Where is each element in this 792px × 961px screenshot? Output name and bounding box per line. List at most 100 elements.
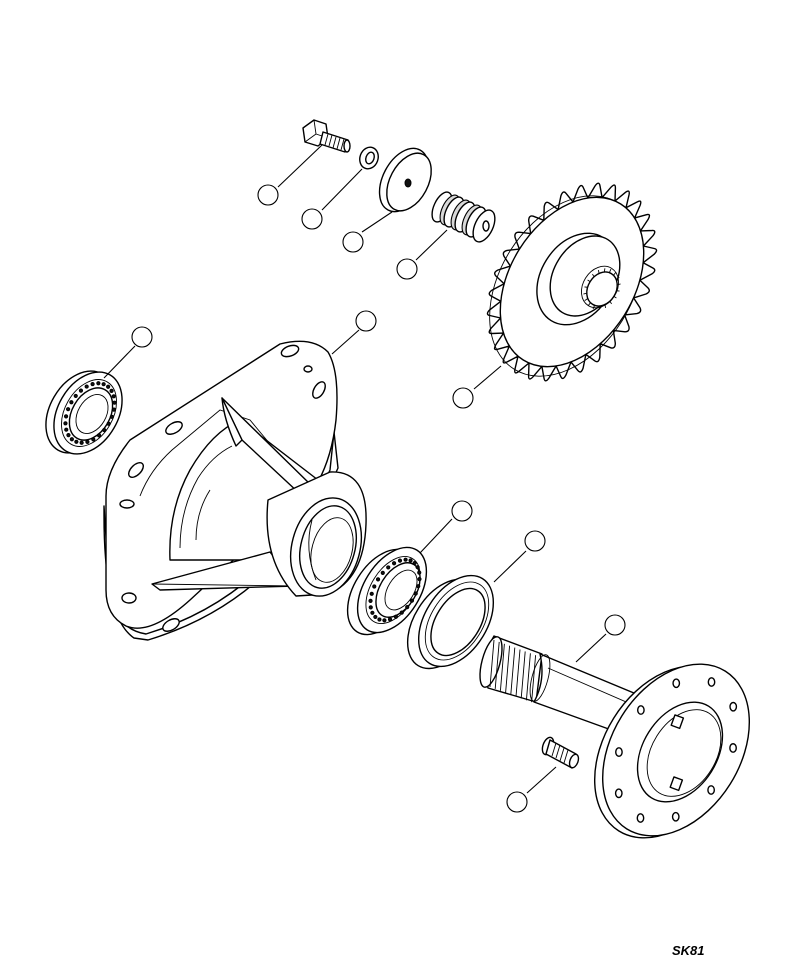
bearing-roller [78,388,84,393]
bearing-roller [403,557,408,562]
capscrew-callout-circle [257,184,279,206]
bearing-roller [65,407,71,412]
bearing-roller [112,400,117,405]
axle-spline [499,643,505,691]
bearing-roller [413,591,418,596]
bearing-roller [417,570,422,575]
flat-washer-callout-circle [342,231,364,253]
inner-bearing-callout-circle [451,500,473,522]
sprocket-spline [592,305,596,310]
inner-bearing-part [346,546,428,636]
spacer-part [431,191,496,243]
bearing-roller [106,421,111,426]
callout-group [103,144,626,813]
bearing-roller [393,614,399,619]
bearing-roller [416,584,421,589]
sprocket-spline [617,283,621,286]
axle-shaft-callout-circle [604,614,626,636]
bearing-roller [106,384,111,389]
flange-bolt-hole [707,677,716,687]
drawing-code: SK81 [672,943,705,958]
bearing-roller [370,610,375,615]
flange-bolt-hole [671,811,680,822]
bearing-roller [380,570,385,576]
bearing-roller [96,381,101,386]
bearing-roller [69,400,74,405]
bearing-roller [382,618,387,623]
axle-spline [531,655,537,703]
flange-bolt-hole [729,743,737,753]
sprocket-spline [603,268,606,273]
sprocket-spline [584,298,589,302]
bearing-roller [64,427,69,432]
sprocket-spline [613,296,617,299]
sprocket-part [486,182,658,382]
sprocket-spline [604,304,606,308]
bearing-roller [101,382,106,387]
bearing-roller [377,617,382,622]
sprocket-spline [598,305,601,310]
bearing-roller [373,614,378,620]
bearing-roller [409,598,415,603]
sprocket-callout-circle [452,387,474,409]
bearing-roller [368,605,373,610]
outer-bearing-callout-circle [131,326,153,348]
sprocket-spline [598,270,600,274]
bearing-roller [109,414,115,419]
bearing-roller [386,565,391,570]
spacer-callout-circle [396,258,418,280]
seal-callout-circle [524,530,546,552]
seal-part [406,574,495,670]
axle-spline [515,649,521,697]
axle-spline [489,639,495,688]
bearing-roller [405,604,410,610]
wheel-stud-callout-circle [506,791,528,813]
bearing-roller [63,421,68,426]
bearing-roller [85,439,90,445]
capscrew-part [302,119,351,153]
wheel-stud-part [541,736,580,769]
lockwasher-callout-circle [301,208,323,230]
flange-bolt-hole [672,678,681,689]
bearing-roller [412,560,417,566]
flat-washer-part [378,147,432,213]
bearing-roller [391,561,397,566]
sprocket-spline [613,271,617,276]
flange-bolt-hole [729,701,738,712]
bearing-roller [368,598,373,604]
lockwasher-part [359,146,379,170]
bearing-roller [73,393,78,399]
axle-spline [505,645,511,693]
bearing-roller [399,610,404,615]
outer-bearing-part [45,370,123,455]
sprocket-spline [615,276,620,280]
bearing-roller [84,384,89,389]
bearing-roller [66,432,71,438]
bearing-roller [109,388,114,394]
bearing-roller [415,565,420,570]
bearing-roller [408,558,413,563]
axle-spline [520,651,526,699]
bearing-roller [375,577,381,582]
sprocket-spline [609,300,612,305]
sprocket-spline [608,268,612,273]
axle-spline [525,653,531,701]
bearing-roller [111,407,117,412]
bearing-roller [90,381,95,387]
bearing-roller [69,437,74,442]
sprocket-spline [587,302,591,307]
bearing-roller [63,414,69,419]
hub-housing-part [103,340,367,641]
sprocket-spline [583,292,587,295]
bearing-roller [111,394,116,399]
axle-shaft-part [479,635,751,839]
axle-spline [494,641,500,689]
bearing-roller [79,440,84,445]
bearing-roller [102,427,107,433]
hub-housing-callout-circle [355,310,377,332]
flange-bolt-hole [707,785,716,795]
bearing-roller [91,437,96,442]
sprocket-spline [592,273,595,278]
bearing-roller [387,617,393,622]
